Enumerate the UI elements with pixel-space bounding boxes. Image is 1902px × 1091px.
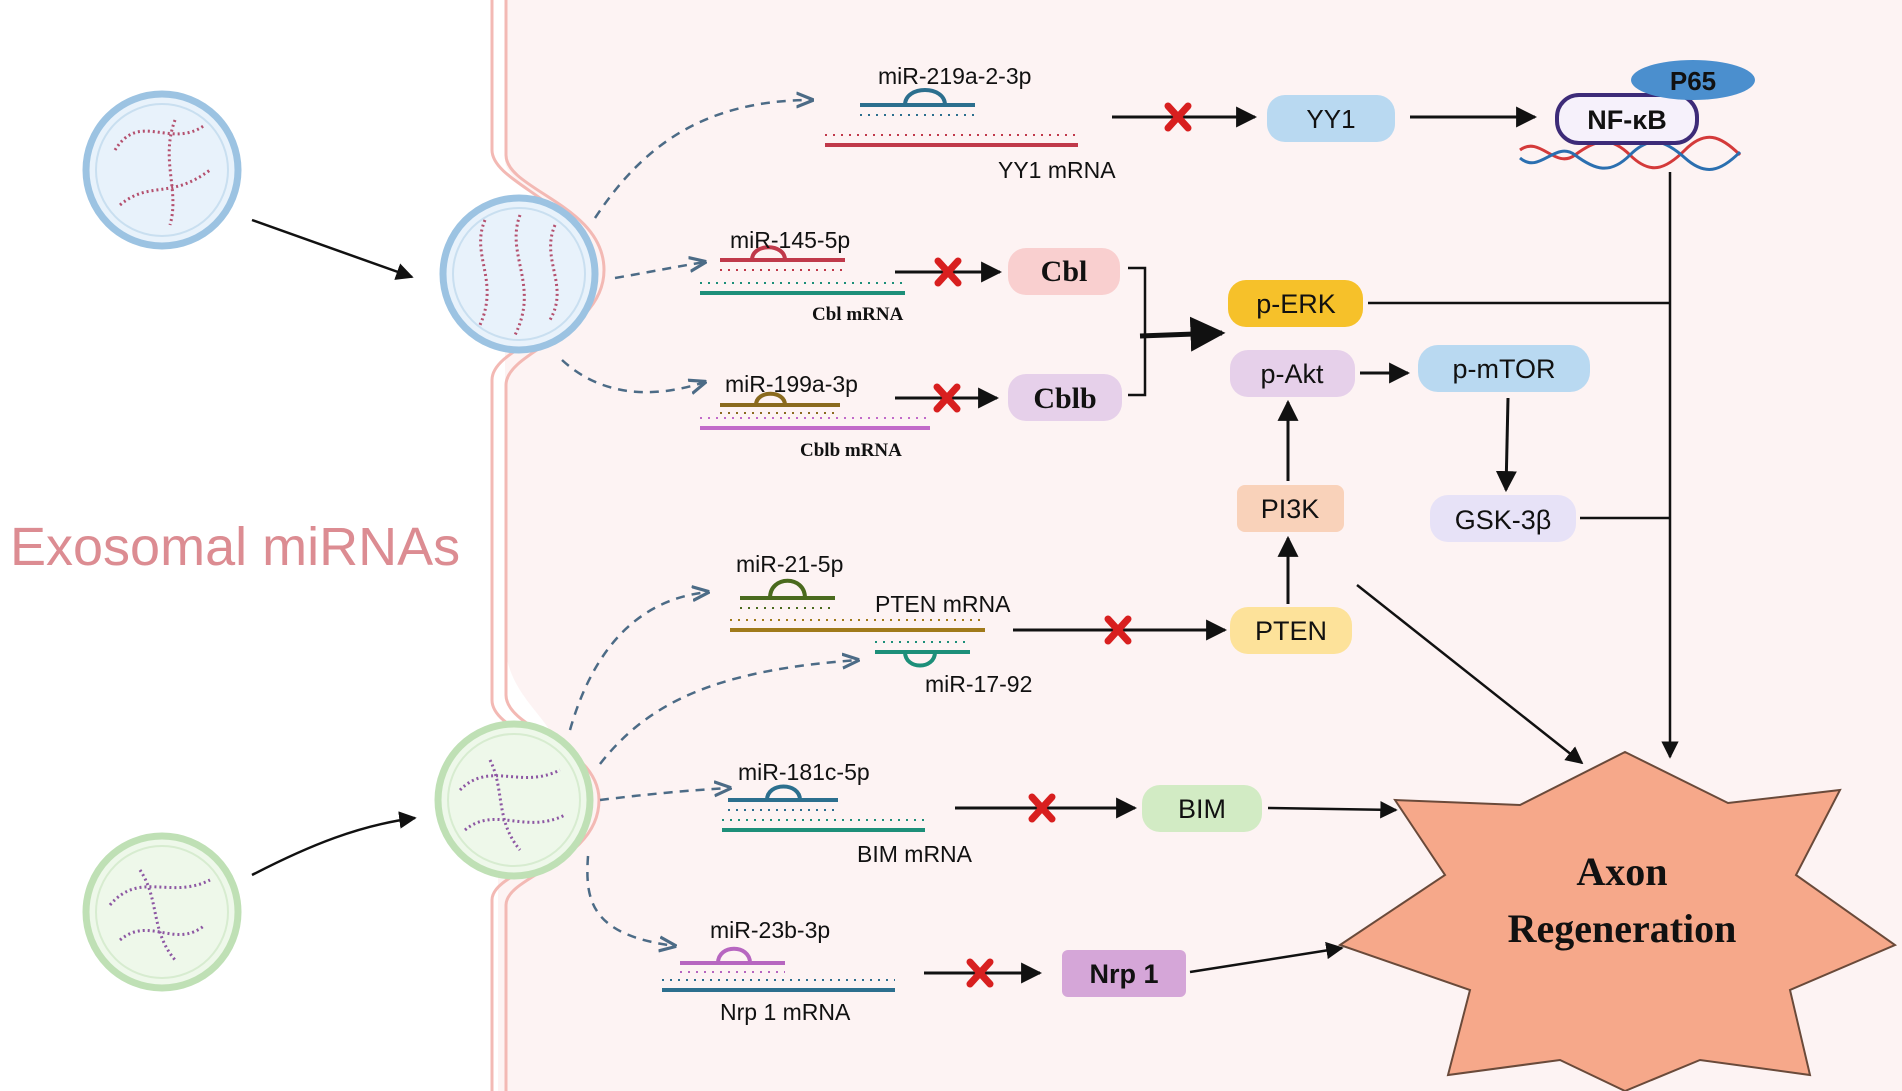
axon-regeneration-star: Axon Regeneration xyxy=(1337,750,1898,1091)
inhibition-x-marks xyxy=(933,102,1192,988)
mrna-label: Cblb mRNA xyxy=(800,440,902,461)
delivery-arrows xyxy=(561,100,858,946)
node-gsk3b: GSK-3β xyxy=(1430,495,1576,542)
node-pi3k: PI3K xyxy=(1237,485,1344,532)
svg-text:Cblb: Cblb xyxy=(1033,382,1096,415)
mirna-label: miR-17-92 xyxy=(925,671,1032,697)
svg-text:p-Akt: p-Akt xyxy=(1260,359,1324,389)
mrna-label: PTEN mRNA xyxy=(875,591,1011,617)
mirna-label: miR-181c-5p xyxy=(738,759,870,785)
mrna-label: YY1 mRNA xyxy=(998,157,1116,183)
duplex-nrp1 xyxy=(662,946,895,992)
node-perk: p-ERK xyxy=(1228,280,1363,327)
mrna-label: Cbl mRNA xyxy=(812,304,904,325)
green-exosome-fusing xyxy=(434,720,594,880)
node-yy1: YY1 xyxy=(1267,95,1395,142)
outcome-line2: Regeneration xyxy=(1508,906,1737,951)
svg-text:YY1: YY1 xyxy=(1306,104,1355,134)
node-pakt: p-Akt xyxy=(1230,350,1355,397)
bracket-cbl-cblb xyxy=(1128,266,1147,397)
node-pten: PTEN xyxy=(1230,607,1352,654)
mrna-label: BIM mRNA xyxy=(857,841,973,867)
duplex-cblb xyxy=(700,391,930,430)
green-exosome-outside xyxy=(82,832,242,992)
node-nrp1: Nrp 1 xyxy=(1062,950,1186,997)
svg-text:P65: P65 xyxy=(1670,66,1716,96)
svg-text:p-mTOR: p-mTOR xyxy=(1452,354,1555,384)
mirna-label: miR-23b-3p xyxy=(710,917,830,943)
svg-text:GSK-3β: GSK-3β xyxy=(1455,505,1552,535)
duplex-cbl xyxy=(700,245,905,295)
node-cblb: Cblb xyxy=(1008,374,1122,421)
dna-helix xyxy=(1519,135,1742,171)
diagram-title: Exosomal miRNAs xyxy=(10,517,460,577)
mrna-label: Nrp 1 mRNA xyxy=(720,999,851,1025)
svg-text:NF-κB: NF-κB xyxy=(1587,105,1667,135)
node-bim: BIM xyxy=(1142,785,1262,832)
mirna-label: miR-219a-2-3p xyxy=(878,63,1031,89)
blue-exosome-fusing xyxy=(439,194,599,354)
collector-lines xyxy=(1189,172,1679,974)
svg-text:p-ERK: p-ERK xyxy=(1256,289,1336,319)
svg-text:PTEN: PTEN xyxy=(1255,616,1327,646)
svg-text:Cbl: Cbl xyxy=(1041,255,1088,288)
svg-text:Nrp 1: Nrp 1 xyxy=(1089,959,1158,989)
mirna-label: miR-199a-3p xyxy=(725,371,858,397)
arrow-cbl-to-kinases xyxy=(1139,316,1226,352)
outcome-line1: Axon xyxy=(1576,849,1667,894)
duplex-pten xyxy=(730,578,985,668)
mirna-label: miR-145-5p xyxy=(730,227,850,253)
svg-text:PI3K: PI3K xyxy=(1261,494,1320,524)
node-cbl: Cbl xyxy=(1008,248,1120,295)
node-p65: P65 xyxy=(1631,60,1755,100)
uptake-arrow-green xyxy=(251,811,417,877)
blue-exosome-outside xyxy=(82,90,242,250)
node-pmtor: p-mTOR xyxy=(1418,345,1590,392)
uptake-arrow-blue xyxy=(251,218,414,280)
arrow-pmtor-gsk xyxy=(1495,397,1517,493)
duplex-yy1 xyxy=(825,88,1078,147)
mirna-label: miR-21-5p xyxy=(736,551,843,577)
svg-text:BIM: BIM xyxy=(1178,794,1226,824)
node-nfkb: NF-κB xyxy=(1555,93,1699,145)
duplex-bim xyxy=(722,784,925,832)
